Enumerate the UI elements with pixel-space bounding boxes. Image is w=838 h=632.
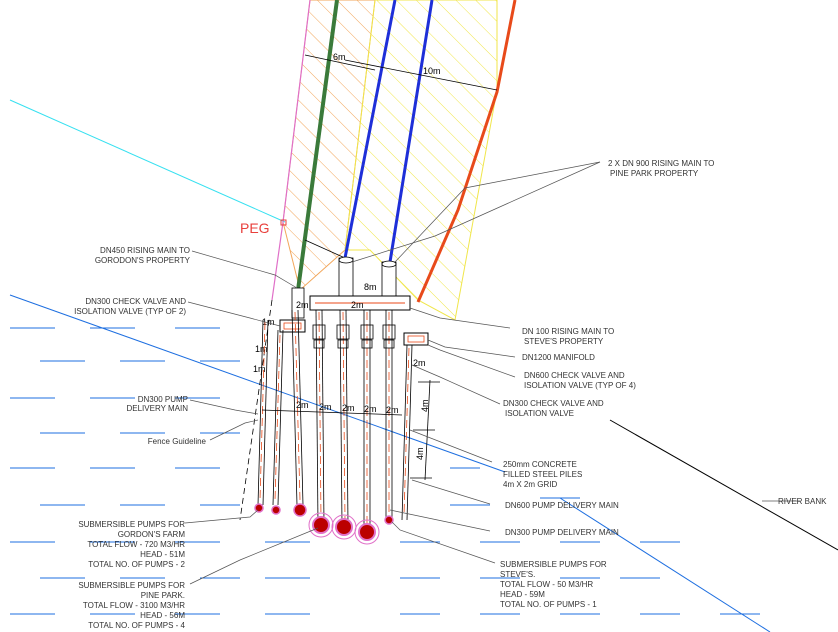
dim-1m-b: 1m: [255, 344, 268, 354]
label-pine-4: HEAD - 56M: [140, 611, 185, 620]
grid-2m-3: 2m: [342, 403, 355, 413]
fence-guideline: [239, 299, 273, 521]
dim-10m: 10m: [423, 66, 441, 76]
annotations: 2 X DN 900 RISING MAIN TO PINE PARK PROP…: [74, 159, 827, 630]
water-dashes: [10, 327, 760, 615]
leader-lines: [184, 161, 800, 585]
label-pump300-2: DELIVERY MAIN: [126, 404, 188, 413]
label-piles-3: 4m X 2m GRID: [503, 480, 557, 489]
river-bank-line: [609, 419, 838, 551]
green-rising-main: [296, 0, 339, 291]
label-check600-2: ISOLATION VALVE (TYP OF 4): [524, 381, 636, 390]
yellow-easement: [344, 0, 498, 321]
label-manifold: DN1200 MANIFOLD: [522, 353, 595, 362]
pipe-valves: [312, 324, 396, 349]
label-steve-4: HEAD - 59M: [500, 590, 545, 599]
label-piles-2: FILLED STEEL PILES: [503, 470, 582, 479]
dim-4m-a: 4m: [420, 399, 430, 412]
dim-4m-b: 4m: [415, 447, 425, 460]
riser-mid: [338, 257, 354, 299]
grid-2m-5: 2m: [386, 405, 399, 415]
label-gordon-3: TOTAL FLOW - 720 M3/HR: [87, 540, 185, 549]
grid-2m-4: 2m: [364, 404, 377, 414]
label-river-bank: RIVER BANK: [778, 497, 827, 506]
riser-cap-right: [381, 260, 397, 268]
dim-2m-manifold: 2m: [351, 300, 364, 310]
label-gordon-1: SUBMERSIBLE PUMPS FOR: [78, 520, 185, 529]
label-check300-2: ISOLATION VALVE (TYP OF 2): [74, 307, 186, 316]
delivery-mains: [257, 309, 413, 530]
label-pump300-1: DN300 PUMP: [138, 395, 188, 404]
label-dn450-2: GORODON'S PROPERTY: [95, 256, 191, 265]
label-check300r-2: ISOLATION VALVE: [505, 409, 574, 418]
label-pine-3: TOTAL FLOW - 3100 M3/HR: [83, 601, 185, 610]
label-gordon-4: HEAD - 51M: [140, 550, 185, 559]
grid-2m-2: 2m: [319, 402, 332, 412]
label-gordon-5: TOTAL NO. OF PUMPS - 2: [88, 560, 185, 569]
label-steve-1: SUBMERSIBLE PUMPS FOR: [500, 560, 607, 569]
peg-label: PEG: [240, 220, 270, 236]
label-pine-5: TOTAL NO. OF PUMPS - 4: [88, 621, 185, 630]
river-edge-line: [9, 294, 506, 473]
peg-marker: PEG: [240, 219, 287, 236]
label-pine-2: PINE PARK.: [141, 591, 185, 600]
label-steve-5: TOTAL NO. OF PUMPS - 1: [500, 600, 597, 609]
label-dn600-delivery: DN600 PUMP DELIVERY MAIN: [505, 501, 619, 510]
river-edge-line-2: [559, 497, 771, 632]
grid-2m-1: 2m: [296, 400, 309, 410]
dim-2m-right: 2m: [413, 358, 426, 368]
dim-8m: 8m: [364, 282, 377, 292]
dim-6m: 6m: [333, 52, 346, 62]
riser-cap-mid: [338, 256, 354, 264]
pink-boundary: [271, 0, 311, 301]
label-dn900-1: 2 X DN 900 RISING MAIN TO: [608, 159, 714, 168]
label-check600-1: DN600 CHECK VALVE AND: [524, 371, 625, 380]
label-dn900-2: PINE PARK PROPERTY: [610, 169, 699, 178]
label-dn100-1: DN 100 RISING MAIN TO: [522, 327, 614, 336]
label-dn450-1: DN450 RISING MAIN TO: [100, 246, 190, 255]
label-check300-1: DN300 CHECK VALVE AND: [85, 297, 186, 306]
label-dn100-2: STEVE'S PROPERTY: [524, 337, 604, 346]
dim-2m-left: 2m: [296, 300, 309, 310]
label-gordon-2: GORDON'S FARM: [118, 530, 186, 539]
pumps: [254, 503, 394, 545]
label-piles-1: 250mm CONCRETE: [503, 460, 577, 469]
label-steve-3: TOTAL FLOW - 50 M3/HR: [500, 580, 593, 589]
red-rising-main: [416, 0, 517, 303]
label-fence: Fence Guideline: [148, 437, 207, 446]
label-pine-1: SUBMERSIBLE PUMPS FOR: [78, 581, 185, 590]
label-steve-2: STEVE'S.: [500, 570, 535, 579]
blue-rising-main-1: [343, 0, 397, 259]
dim-1m-c: 1m: [253, 364, 266, 374]
label-check300r-1: DN300 CHECK VALVE AND: [503, 399, 604, 408]
delivery-mains-red: [259, 311, 410, 525]
cyan-line: [9, 99, 286, 223]
top-dimensions: [304, 54, 498, 259]
label-dn300-delivery: DN300 PUMP DELIVERY MAIN: [505, 528, 619, 537]
blue-rising-main-2: [388, 0, 434, 263]
